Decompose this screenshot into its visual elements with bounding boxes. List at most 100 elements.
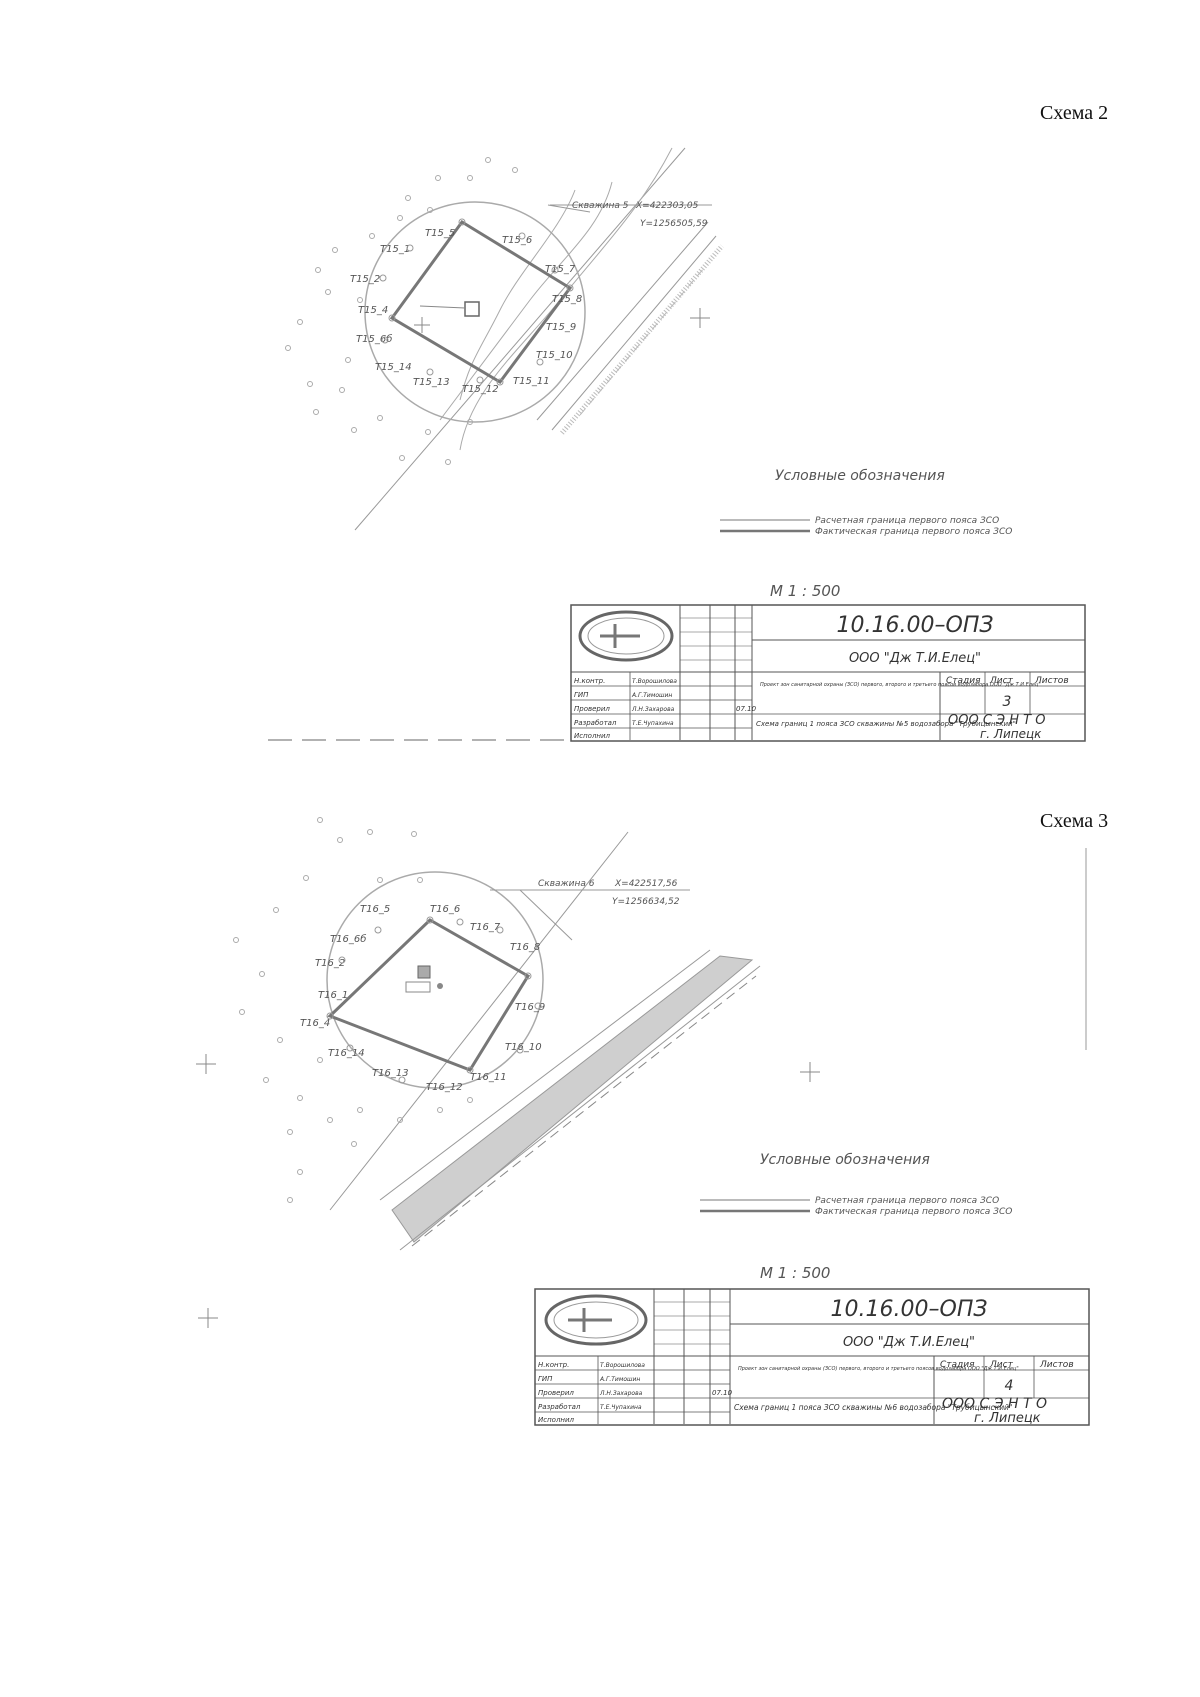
point-label: Т16_7 xyxy=(470,922,501,933)
well-name: Скважина 6 xyxy=(538,879,595,889)
point-label: Т15_6 xyxy=(502,235,532,246)
bank-hatch xyxy=(379,949,761,1251)
point-label: Т15_4 xyxy=(358,305,388,316)
company-logo-icon xyxy=(578,610,674,662)
point-label: Т15_10 xyxy=(536,350,573,361)
company-name: ООО С Э Н Т О xyxy=(948,713,1045,728)
scheme-2-drawing: Скважина 5 X=422303,05 Y=1256505,59 Т15_… xyxy=(268,147,1012,741)
point-label: Т15_11 xyxy=(513,376,550,387)
well-marker xyxy=(405,965,443,993)
sign-date: 07.10 xyxy=(712,1389,733,1397)
scheme-3-drawing: Скважина 6 X=422517,56 Y=1256634,52 Т16_… xyxy=(196,817,1087,1328)
point-label: Т16_12 xyxy=(426,1082,463,1093)
calculated-boundary-circle xyxy=(326,871,544,1089)
signer-name: Л.Н.Захарова xyxy=(631,706,675,713)
scale-label: М 1 : 500 xyxy=(770,582,840,600)
legend-item-2: Фактическая граница первого пояса ЗСО xyxy=(815,527,1012,537)
point-label: Т16_6б xyxy=(330,933,366,945)
boundary-points xyxy=(326,916,542,1084)
scheme-3-sheet: Схема 3 Скважина 6 X=422517,56 Y=1256634… xyxy=(0,780,1200,1480)
sheet-label: Лист xyxy=(989,676,1014,686)
cross-mark xyxy=(196,1054,820,1328)
sheet-number: 4 xyxy=(1005,1378,1014,1394)
scheme-2-sheet: Схема 2 Скважина 5 X=422303,05 Y=1256505… xyxy=(0,0,1200,760)
survey-dots xyxy=(285,157,518,465)
bank-hatch xyxy=(536,221,724,435)
scale-label: М 1 : 500 xyxy=(760,1264,830,1282)
survey-dots xyxy=(233,817,473,1203)
title-block-scheme-3: 10.16.00–ОПЗ ООО "Дж Т.И.Елец" Проект зо… xyxy=(534,1288,1090,1426)
well-x: X=422517,56 xyxy=(614,879,678,889)
axis-line xyxy=(329,831,629,1211)
role-label: ГИП xyxy=(574,691,589,699)
drawing-name: Схема границ 1 пояса ЗСО скважины №6 вод… xyxy=(734,1403,1012,1412)
legend-item-2: Фактическая граница первого пояса ЗСО xyxy=(815,1207,1012,1217)
point-label: Т16_11 xyxy=(470,1072,507,1083)
signer-name: Т.Е.Чупахина xyxy=(600,1404,642,1411)
actual-boundary-square xyxy=(327,918,531,1072)
drawing-code: 10.16.00–ОПЗ xyxy=(831,1297,988,1322)
drawing-name: Схема границ 1 пояса ЗСО скважины №5 вод… xyxy=(756,720,1016,728)
role-label: ГИП xyxy=(538,1375,553,1383)
well-y: Y=1256634,52 xyxy=(612,897,680,907)
company-logo-icon xyxy=(544,1294,648,1346)
point-label: Т15_2 xyxy=(350,274,380,285)
signer-name: А.Г.Тимошин xyxy=(599,1376,640,1383)
point-label: Т15_13 xyxy=(413,377,450,388)
point-label: Т16_6 xyxy=(430,904,460,915)
role-label: Н.контр. xyxy=(538,1361,569,1369)
point-label: Т16_10 xyxy=(505,1042,542,1053)
point-labels: Т15_1 Т15_2 Т15_4 Т15_5 Т15_6 Т15_7 Т15_… xyxy=(350,228,582,395)
signer-name: Л.Н.Захарова xyxy=(599,1390,643,1397)
stage-label: Стадия xyxy=(940,1360,975,1370)
role-label: Проверил xyxy=(574,705,610,713)
well-name: Скважина 5 xyxy=(572,201,629,211)
sign-date: 07.10 xyxy=(736,705,757,713)
scheme-3-label: Схема 3 xyxy=(1040,810,1109,832)
actual-boundary-square xyxy=(389,219,573,384)
legend-item-1: Расчетная граница первого пояса ЗСО xyxy=(815,1196,999,1206)
company-city: г. Липецк xyxy=(980,727,1042,741)
calculated-boundary-circle xyxy=(364,201,586,423)
point-labels: Т16_1 Т16_2 Т16_4 Т16_5 Т16_6 Т16_7 Т16_… xyxy=(300,904,545,1093)
point-label: Т16_5 xyxy=(360,904,390,915)
role-label: Исполнил xyxy=(574,732,611,740)
cross-mark xyxy=(414,308,710,333)
point-label: Т15_9 xyxy=(546,322,576,333)
point-label: Т15_6б xyxy=(356,333,392,345)
legend-item-1: Расчетная граница первого пояса ЗСО xyxy=(815,516,999,526)
sheet-label: Лист xyxy=(989,1360,1014,1370)
point-label: Т16_8 xyxy=(510,942,540,953)
scheme-2-label: Схема 2 xyxy=(1040,102,1109,124)
axis-line xyxy=(354,147,686,531)
point-label: Т15_5 xyxy=(425,228,455,239)
well-marker xyxy=(464,301,480,317)
organization-name: ООО "Дж Т.И.Елец" xyxy=(843,1335,975,1350)
point-label: Т15_8 xyxy=(552,294,582,305)
role-label: Н.контр. xyxy=(574,677,605,685)
point-label: Т16_9 xyxy=(515,1002,545,1013)
role-label: Исполнил xyxy=(538,1416,575,1424)
signer-name: Т.Ворошилова xyxy=(632,678,677,685)
point-label: Т15_1 xyxy=(380,244,410,255)
title-block-scheme-2: 10.16.00–ОПЗ ООО "Дж Т.И.Елец" Проект зо… xyxy=(570,604,1086,742)
point-label: Т15_7 xyxy=(545,264,576,275)
project-name: Проект зон санитарной охраны (ЗСО) перво… xyxy=(738,1366,1019,1372)
organization-name: ООО "Дж Т.И.Елец" xyxy=(849,651,981,666)
point-label: Т15_12 xyxy=(462,384,499,395)
point-label: Т15_14 xyxy=(375,362,412,373)
project-name: Проект зон санитарной охраны (ЗСО) перво… xyxy=(760,682,1041,688)
point-label: Т16_14 xyxy=(328,1048,365,1059)
role-label: Разработал xyxy=(538,1403,581,1411)
role-label: Проверил xyxy=(538,1389,574,1397)
drawing-code: 10.16.00–ОПЗ xyxy=(837,613,994,638)
contour-line xyxy=(439,181,613,421)
contour-line xyxy=(459,189,576,401)
role-label: Разработал xyxy=(574,719,617,727)
well-x: X=422303,05 xyxy=(635,201,699,211)
signer-name: Т.Е.Чупахина xyxy=(632,720,674,727)
legend-title: Условные обозначения xyxy=(760,1152,930,1168)
signer-name: А.Г.Тимошин xyxy=(631,692,672,699)
company-name: ООО С Э Н Т О xyxy=(942,1396,1047,1412)
sheets-label: Листов xyxy=(1034,676,1069,686)
